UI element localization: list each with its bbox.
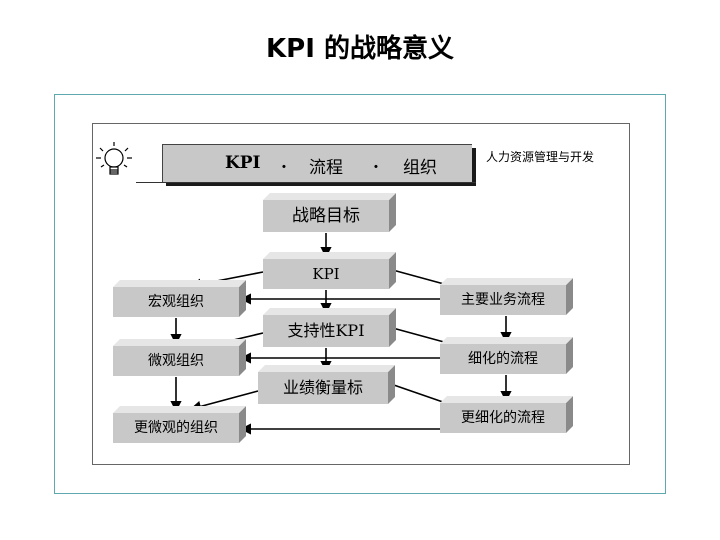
node-more-refined-process xyxy=(440,396,573,433)
header-bar: KPI . 流程 . 组织 xyxy=(162,144,472,182)
node-refined-process xyxy=(440,337,573,374)
node-label-micro-org: 微观组织 xyxy=(148,353,204,369)
light-bulb-icon xyxy=(96,142,132,175)
header-kpi: KPI xyxy=(225,153,261,173)
node-label-more-refined-process: 更细化的流程 xyxy=(461,410,545,426)
node-micro-org xyxy=(113,339,246,376)
slide-title: KPI 的战略意义 xyxy=(266,34,454,64)
node-kpi xyxy=(263,252,396,289)
node-performance-std xyxy=(258,365,395,404)
node-label-strategy-goal: 战略目标 xyxy=(292,206,360,226)
diagram-boxes xyxy=(113,193,573,443)
header-process: 流程 xyxy=(309,158,343,178)
header-organization: 组织 xyxy=(403,158,437,178)
node-label-kpi: KPI xyxy=(312,265,340,283)
node-main-process xyxy=(440,278,573,315)
node-label-more-micro-org: 更微观的组织 xyxy=(134,420,218,436)
node-support-kpi xyxy=(263,308,396,347)
node-label-main-process: 主要业务流程 xyxy=(461,292,545,308)
header-separator: . xyxy=(281,153,287,173)
header-separator: . xyxy=(373,153,379,173)
outer-frame xyxy=(54,94,666,494)
node-label-performance-std: 业绩衡量标 xyxy=(282,378,363,397)
node-strategy-goal xyxy=(263,193,396,232)
node-label-macro-org: 宏观组织 xyxy=(148,294,204,310)
node-more-micro-org xyxy=(113,406,246,443)
node-label-refined-process: 细化的流程 xyxy=(468,351,538,367)
node-macro-org xyxy=(113,280,246,317)
diagram-frame xyxy=(92,123,630,465)
node-label-support-kpi: 支持性KPI xyxy=(287,321,365,340)
header-underline xyxy=(136,182,476,183)
header-subtitle: 人力资源管理与开发 xyxy=(486,150,595,164)
